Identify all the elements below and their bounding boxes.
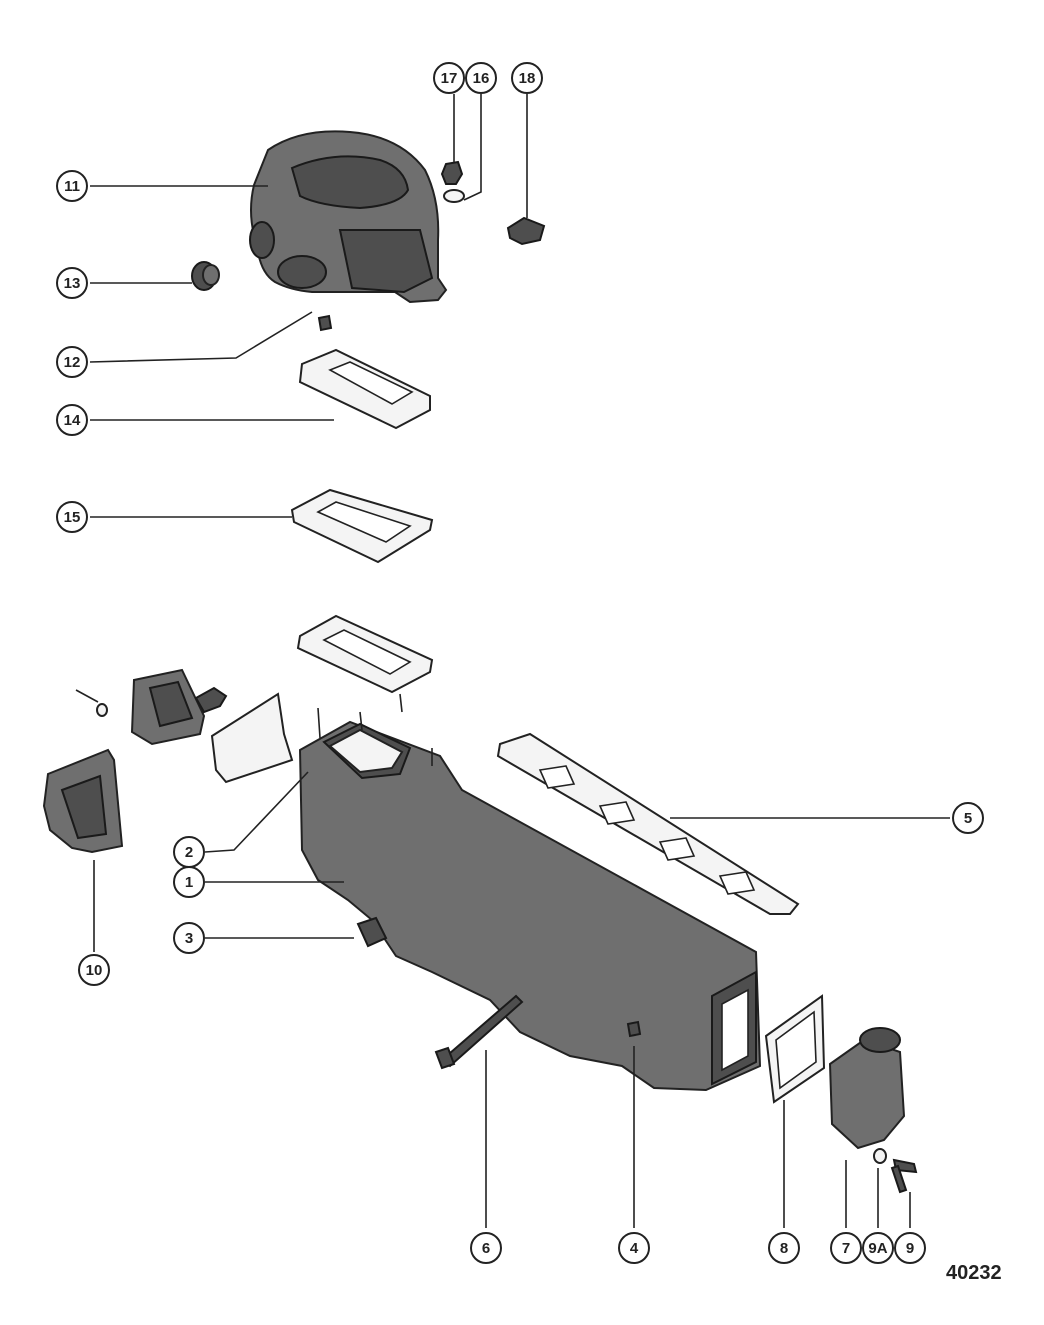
part-17-nut <box>440 160 464 185</box>
callout-8: 8 <box>768 1232 800 1264</box>
callout-1: 1 <box>173 866 205 898</box>
figure-number: 40232 <box>946 1262 1002 1284</box>
svg-text:5: 5 <box>964 810 972 827</box>
svg-text:13: 13 <box>64 275 81 292</box>
callout-2: 2 <box>173 836 205 868</box>
callout-16: 16 <box>465 62 497 94</box>
part-5-manifold-gasket <box>496 732 800 915</box>
part-16-washer <box>443 189 465 203</box>
part-7-elbow <box>828 1027 906 1150</box>
part-11-exhaust-elbow <box>249 130 448 304</box>
callout-12: 12 <box>56 346 88 378</box>
svg-text:12: 12 <box>64 354 81 371</box>
part-6-stud <box>434 994 524 1070</box>
part-9a-washer <box>873 1148 887 1164</box>
svg-text:7: 7 <box>842 1240 850 1257</box>
svg-text:2: 2 <box>185 844 193 861</box>
svg-text:9: 9 <box>906 1240 914 1257</box>
svg-text:3: 3 <box>185 930 193 947</box>
part-8-gasket <box>764 994 826 1104</box>
end-cover-gasket <box>210 692 294 784</box>
part-1-exhaust-manifold <box>298 693 762 1092</box>
part-3-plug <box>356 916 388 948</box>
callout-9a: 9A <box>862 1232 894 1264</box>
part-14-gasket <box>298 348 431 430</box>
svg-text:10: 10 <box>86 962 103 979</box>
callout-14: 14 <box>56 404 88 436</box>
callout-17: 17 <box>433 62 465 94</box>
callout-10: 10 <box>78 954 110 986</box>
svg-text:9A: 9A <box>868 1240 887 1257</box>
callout-15: 15 <box>56 501 88 533</box>
svg-text:4: 4 <box>630 1240 639 1257</box>
svg-text:1: 1 <box>185 874 193 891</box>
svg-text:15: 15 <box>64 509 81 526</box>
part-18-fitting <box>506 216 546 246</box>
end-cover-with-bolt <box>75 668 228 746</box>
part-10-end-plate <box>42 748 124 854</box>
leader-lines <box>89 94 950 1228</box>
callout-13: 13 <box>56 267 88 299</box>
callout-9: 9 <box>894 1232 926 1264</box>
callout-11: 11 <box>56 170 88 202</box>
part-4-plug <box>626 1020 642 1038</box>
svg-text:18: 18 <box>519 70 536 87</box>
svg-text:17: 17 <box>441 70 458 87</box>
riser-gasket <box>296 614 434 694</box>
callout-18: 18 <box>511 62 543 94</box>
callout-6: 6 <box>470 1232 502 1264</box>
callout-3: 3 <box>173 922 205 954</box>
part-13-plug <box>191 261 220 291</box>
svg-text:14: 14 <box>64 412 81 429</box>
svg-text:16: 16 <box>473 70 490 87</box>
svg-text:6: 6 <box>482 1240 490 1257</box>
part-12-plug <box>317 314 333 332</box>
callout-7: 7 <box>830 1232 862 1264</box>
svg-text:8: 8 <box>780 1240 788 1257</box>
callout-5: 5 <box>952 802 984 834</box>
part-15-gasket <box>290 488 434 564</box>
svg-text:11: 11 <box>64 178 80 195</box>
callout-4: 4 <box>618 1232 650 1264</box>
part-9-bolt <box>890 1158 918 1194</box>
